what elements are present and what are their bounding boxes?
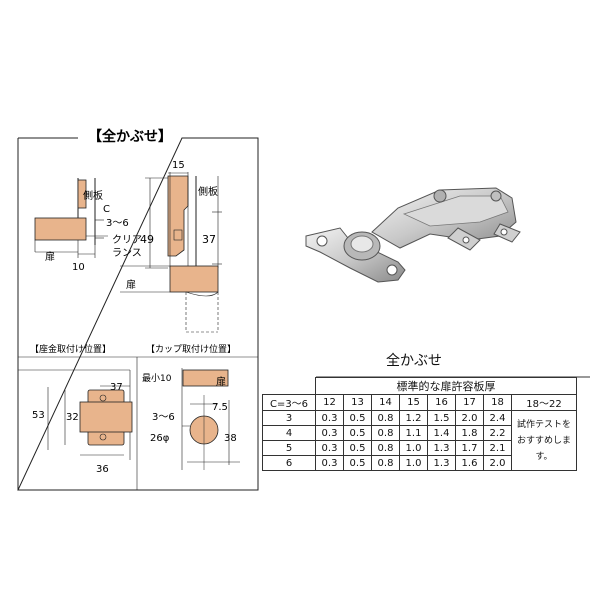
cup-door-strip: [182, 369, 229, 387]
door-panel-right: [169, 265, 219, 293]
spec-th-2: 14: [371, 394, 400, 411]
spec-value-cell: 0.5: [343, 425, 372, 441]
door-panel-left: [34, 217, 87, 241]
spec-th-7: 18～22: [511, 394, 577, 411]
cup-min-label: 最小10: [142, 373, 172, 384]
spec-value-cell: 1.1: [399, 425, 428, 441]
hinge-block-left: [77, 179, 87, 209]
label-door-left: 扉: [45, 250, 55, 263]
cup-door-label: 扉: [216, 375, 226, 388]
label-side-panel-left: 側板: [83, 189, 103, 202]
cup-dim-26: 26φ: [150, 433, 170, 444]
spec-value-cell: 1.7: [455, 440, 484, 456]
hinge-photo: [305, 187, 521, 283]
spec-value-cell: 1.3: [427, 440, 456, 456]
spec-value-cell: 0.5: [343, 455, 372, 471]
label-door-right: 扉: [126, 278, 136, 291]
plate-view: [18, 369, 133, 460]
spec-note-line1: 試作テストを: [516, 419, 571, 430]
diagram-heading: 【全かぶせ】: [88, 128, 172, 145]
spec-value-cell: 0.3: [315, 425, 344, 441]
table-row: 5 0.3 0.5 0.8 1.0 1.3 1.7 2.1: [262, 440, 577, 456]
diagram-frame: [17, 137, 259, 491]
spec-c-cell: 4: [262, 425, 316, 441]
plate-dim-32: 32: [66, 412, 79, 423]
dim-49: 49: [140, 233, 154, 246]
spec-c-cell: 3: [262, 410, 316, 426]
spec-value-cell: 0.3: [315, 440, 344, 456]
label-clearance-1: クリア: [112, 234, 142, 246]
label-side-panel-right: 側板: [198, 185, 218, 198]
spec-value-cell: 2.0: [483, 455, 512, 471]
label-clearance-2: ランス: [112, 247, 142, 259]
spec-value-cell: 1.0: [399, 440, 428, 456]
spec-value-cell: 0.8: [371, 440, 400, 456]
plate-dim-36: 36: [96, 464, 109, 475]
spec-value-cell: 2.1: [483, 440, 512, 456]
spec-value-cell: 0.3: [315, 410, 344, 426]
cup-dim-38: 38: [224, 433, 237, 444]
cup-section-title: 【カップ取付け位置】: [146, 343, 236, 355]
side-view-left: [34, 178, 108, 258]
spec-note-cell: 試作テストを おすすめします。: [511, 410, 577, 471]
spec-th-3: 15: [399, 394, 428, 411]
spec-table-title: 全かぶせ: [386, 353, 442, 369]
dim-37: 37: [202, 233, 216, 246]
plate-section-title: 【座金取付け位置】: [30, 343, 111, 355]
spec-c-cell: 5: [262, 440, 316, 456]
spec-value-cell: 2.2: [483, 425, 512, 441]
spec-value-cell: 1.4: [427, 425, 456, 441]
dim-10: 10: [72, 262, 85, 273]
dim-15: 15: [172, 160, 185, 171]
spec-group-header: 標準的な扉許容板厚: [315, 377, 577, 395]
spec-table: 標準的な扉許容板厚 C=3～6 12 13 14 15 16 17 18 18～…: [262, 377, 577, 471]
spec-value-cell: 1.0: [399, 455, 428, 471]
label-c-range: 3～6: [106, 218, 129, 229]
spec-th-1: 13: [343, 394, 372, 411]
spec-value-cell: 2.0: [455, 410, 484, 426]
spec-value-cell: 0.8: [371, 455, 400, 471]
table-row: 3 0.3 0.5 0.8 1.2 1.5 2.0 2.4 試作テストを おすす…: [262, 410, 577, 471]
cup-view: [181, 368, 240, 470]
spec-note-line2: おすすめします。: [516, 435, 571, 462]
label-c: C: [103, 204, 110, 215]
spec-value-cell: 1.8: [455, 425, 484, 441]
spec-value-cell: 2.4: [483, 410, 512, 426]
spec-value-cell: 1.3: [427, 455, 456, 471]
spec-value-cell: 0.5: [343, 440, 372, 456]
plate-dim-37: 37: [110, 382, 123, 393]
cup-dim-75: 7.5: [212, 402, 228, 413]
hinge-arm-shape: [167, 175, 189, 257]
spec-th-5: 17: [455, 394, 484, 411]
spec-group-header-row: 標準的な扉許容板厚: [262, 377, 577, 395]
spec-th-6: 18: [483, 394, 512, 411]
spec-value-cell: 1.2: [399, 410, 428, 426]
spec-value-cell: 0.5: [343, 410, 372, 426]
spec-th-0: 12: [315, 394, 344, 411]
spec-c-cell: 6: [262, 455, 316, 471]
spec-th-4: 16: [427, 394, 456, 411]
spec-value-cell: 0.8: [371, 410, 400, 426]
spec-corner-header: C=3～6: [262, 394, 316, 411]
side-view-right: [120, 172, 222, 333]
spec-value-cell: 0.8: [371, 425, 400, 441]
spec-value-cell: 0.3: [315, 455, 344, 471]
spec-value-cell: 1.6: [455, 455, 484, 471]
spec-value-cell: 1.5: [427, 410, 456, 426]
cup-dim-c: 3～6: [152, 412, 175, 423]
table-row: 6 0.3 0.5 0.8 1.0 1.3 1.6 2.0: [262, 455, 577, 471]
spec-thickness-row: C=3～6 12 13 14 15 16 17 18 18～22: [262, 394, 577, 411]
plate-dim-53: 53: [32, 410, 45, 421]
